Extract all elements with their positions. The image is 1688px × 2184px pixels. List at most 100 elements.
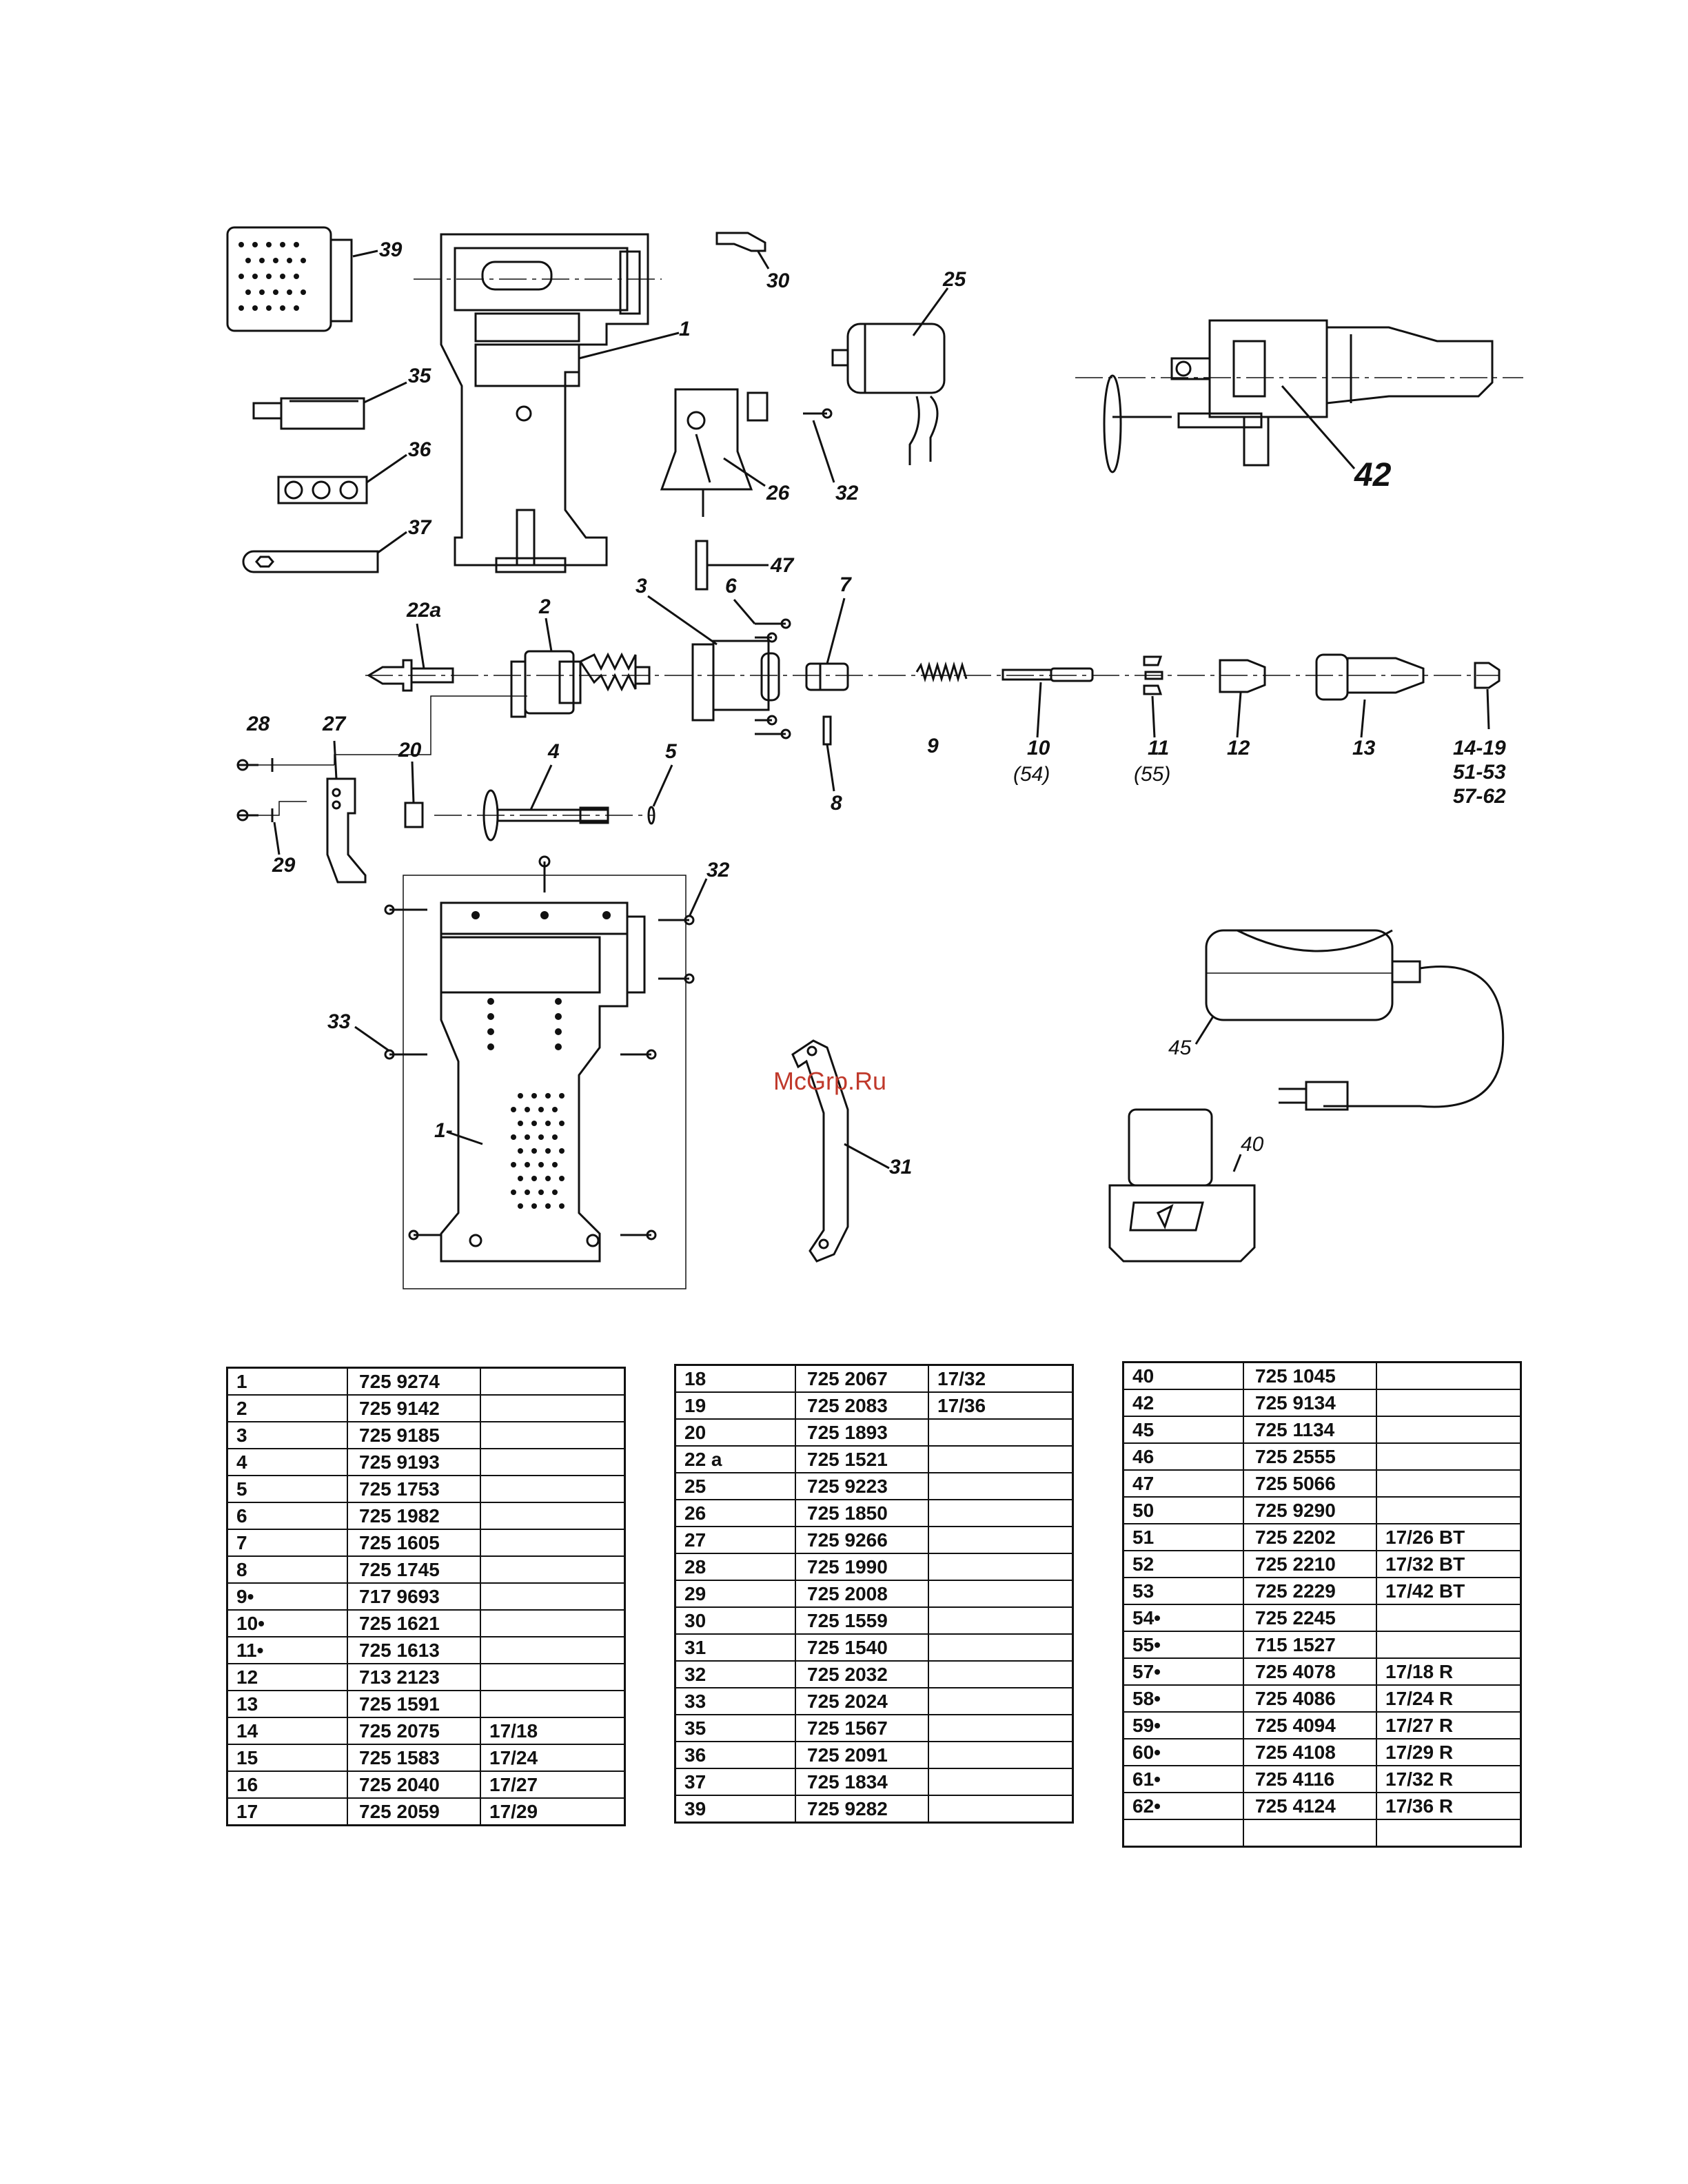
label-35: 35 bbox=[408, 365, 432, 387]
part-number-cell: 5 bbox=[226, 1475, 348, 1503]
size-cell: 17/27 R bbox=[1376, 1711, 1522, 1739]
order-number-cell: 725 5066 bbox=[1243, 1469, 1377, 1498]
label-42: 42 bbox=[1354, 457, 1392, 493]
order-number-cell: 725 1613 bbox=[347, 1636, 481, 1664]
label-51-53: 51-53 bbox=[1453, 761, 1506, 784]
size-cell bbox=[480, 1555, 626, 1584]
label-10: 10 bbox=[1027, 737, 1050, 759]
label-20: 20 bbox=[398, 739, 422, 762]
size-cell bbox=[480, 1475, 626, 1503]
part-number-cell: 46 bbox=[1122, 1442, 1244, 1471]
part-number-cell: 35 bbox=[674, 1714, 796, 1742]
part-31-handle-bar bbox=[791, 1039, 849, 1263]
order-number-cell: 725 4116 bbox=[1243, 1765, 1377, 1793]
part-1-housing-half-top bbox=[440, 233, 649, 573]
part-number-cell: 51 bbox=[1122, 1523, 1244, 1551]
size-cell bbox=[928, 1472, 1074, 1500]
part-9-spring bbox=[915, 661, 968, 683]
order-number-cell: 725 9274 bbox=[347, 1367, 481, 1396]
part-number-cell: 3 bbox=[226, 1421, 348, 1449]
size-cell: 17/18 bbox=[480, 1717, 626, 1745]
size-cell: 17/42 BT bbox=[1376, 1577, 1522, 1605]
size-cell: 17/36 R bbox=[1376, 1792, 1522, 1820]
part-32-screw-top bbox=[803, 408, 833, 419]
size-cell bbox=[928, 1714, 1074, 1742]
size-cell: 17/32 bbox=[928, 1364, 1074, 1393]
part-32-33-screws-bottom bbox=[384, 855, 695, 1241]
label-30: 30 bbox=[766, 269, 790, 292]
part-number-cell: 17 bbox=[226, 1797, 348, 1826]
order-number-cell: 725 2091 bbox=[795, 1741, 929, 1769]
order-number-cell: 725 2008 bbox=[795, 1580, 929, 1608]
part-number-cell: 52 bbox=[1122, 1550, 1244, 1578]
order-number-cell: 717 9693 bbox=[347, 1582, 481, 1611]
part-39-perforated-sleeve bbox=[226, 226, 353, 332]
order-number-cell: 725 1567 bbox=[795, 1714, 929, 1742]
size-cell bbox=[928, 1795, 1074, 1824]
order-number-cell bbox=[1243, 1819, 1377, 1848]
part-number-cell: 31 bbox=[674, 1633, 796, 1662]
part-number-cell: 36 bbox=[674, 1741, 796, 1769]
part-2-spindle bbox=[510, 650, 651, 718]
label-10-alt: (54) bbox=[1013, 763, 1050, 786]
label-29: 29 bbox=[272, 854, 296, 877]
label-27: 27 bbox=[322, 713, 347, 735]
size-cell bbox=[480, 1421, 626, 1449]
part-number-cell: 7 bbox=[226, 1529, 348, 1557]
size-cell bbox=[928, 1633, 1074, 1662]
order-number-cell: 725 2229 bbox=[1243, 1577, 1377, 1605]
table-row: 9•717 9693 bbox=[226, 1582, 626, 1611]
size-cell bbox=[1376, 1416, 1522, 1444]
size-cell bbox=[1376, 1631, 1522, 1659]
size-cell bbox=[928, 1687, 1074, 1715]
part-number-cell: 58• bbox=[1122, 1684, 1244, 1713]
part-7-nut bbox=[805, 662, 849, 691]
part-number-cell: 61• bbox=[1122, 1765, 1244, 1793]
part-number-cell: 59• bbox=[1122, 1711, 1244, 1739]
order-number-cell: 725 2032 bbox=[795, 1660, 929, 1688]
size-cell bbox=[1376, 1819, 1522, 1848]
part-number-cell: 14 bbox=[226, 1717, 348, 1745]
size-cell bbox=[928, 1418, 1074, 1447]
order-number-cell: 725 1583 bbox=[347, 1744, 481, 1772]
label-11-alt: (55) bbox=[1134, 763, 1170, 786]
part-number-cell: 27 bbox=[674, 1526, 796, 1554]
label-9: 9 bbox=[927, 735, 939, 757]
label-36: 36 bbox=[408, 438, 431, 461]
part-number-cell: 4 bbox=[226, 1448, 348, 1476]
size-cell: 17/32 R bbox=[1376, 1765, 1522, 1793]
size-cell bbox=[480, 1367, 626, 1396]
order-number-cell: 725 4124 bbox=[1243, 1792, 1377, 1820]
label-14-19: 14-19 bbox=[1453, 737, 1506, 759]
label-45: 45 bbox=[1168, 1037, 1192, 1059]
part-3-gear-housing bbox=[691, 640, 780, 722]
order-number-cell: 713 2123 bbox=[347, 1663, 481, 1691]
part-number-cell: 29 bbox=[674, 1580, 796, 1608]
part-number-cell: 12 bbox=[226, 1663, 348, 1691]
part-45-charger bbox=[1205, 929, 1505, 1111]
size-cell bbox=[928, 1768, 1074, 1796]
label-11: 11 bbox=[1148, 737, 1169, 759]
order-number-cell: 725 9185 bbox=[347, 1421, 481, 1449]
size-cell bbox=[480, 1394, 626, 1422]
order-number-cell: 725 1559 bbox=[795, 1606, 929, 1635]
size-cell: 17/24 R bbox=[1376, 1684, 1522, 1713]
order-number-cell: 725 4078 bbox=[1243, 1657, 1377, 1686]
part-10-jaw-pusher bbox=[1001, 667, 1094, 682]
